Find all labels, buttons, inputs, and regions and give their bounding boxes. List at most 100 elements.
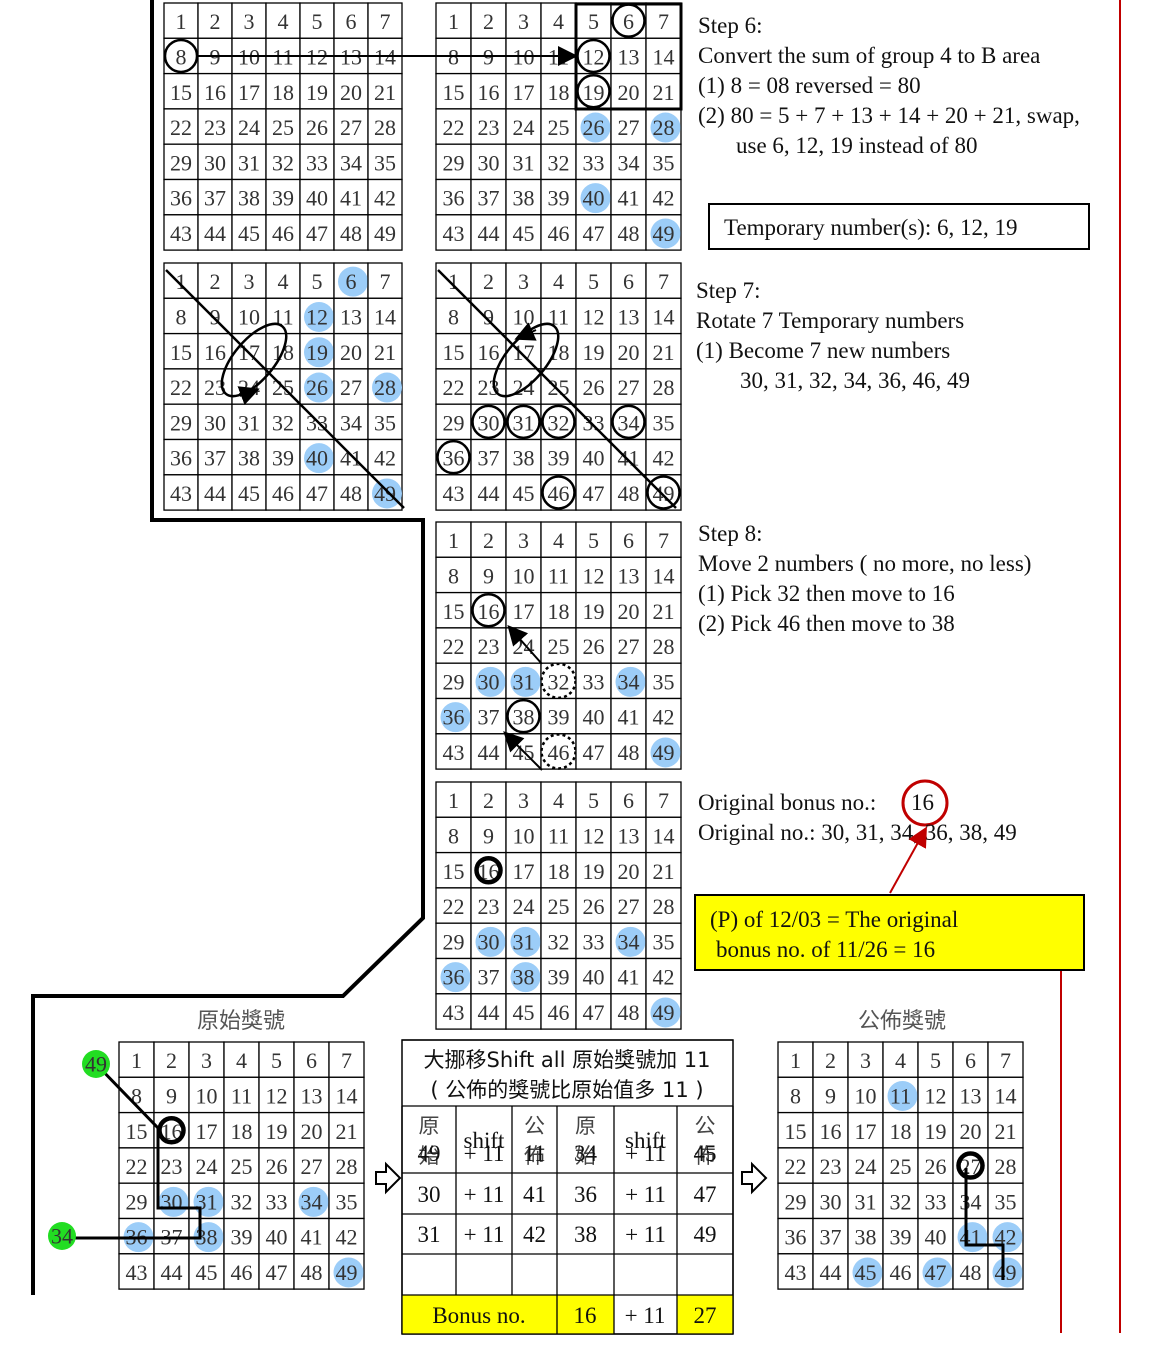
cell-number: 23 bbox=[204, 375, 226, 400]
cell-number: 3 bbox=[201, 1048, 212, 1073]
right-arrow-icon bbox=[741, 1161, 768, 1195]
cell-number: 38 bbox=[513, 446, 535, 471]
cell-number: 16 bbox=[478, 599, 500, 624]
green-dot-label: 49 bbox=[85, 1052, 107, 1077]
cell-number: 44 bbox=[204, 481, 226, 506]
grid-cell bbox=[265, 403, 301, 441]
grid-cell bbox=[777, 1253, 814, 1290]
highlight-dot bbox=[580, 112, 611, 143]
grid-cell bbox=[197, 2, 233, 39]
cell-number: 32 bbox=[272, 150, 294, 175]
cell-number: 33 bbox=[583, 669, 605, 694]
cell-number: 43 bbox=[443, 221, 465, 246]
table-cell: 11 bbox=[523, 1141, 545, 1166]
grid-cell bbox=[333, 474, 369, 511]
grid-cell bbox=[188, 1253, 225, 1290]
cell-number: 30 bbox=[820, 1189, 842, 1214]
cell-number: 24 bbox=[513, 115, 535, 140]
cell-number: 17 bbox=[513, 340, 535, 365]
cell-number: 45 bbox=[238, 221, 260, 246]
grid-cell bbox=[540, 297, 577, 335]
grid-cell bbox=[540, 178, 577, 216]
table-cell: 36 bbox=[574, 1182, 597, 1207]
cell-number: 26 bbox=[306, 375, 328, 400]
cell-number: 46 bbox=[272, 481, 294, 506]
grid-cell bbox=[163, 474, 199, 511]
original-numbers: Original no.: 30, 31, 34, 36, 38, 49 bbox=[698, 820, 1017, 845]
cell-number: 5 bbox=[312, 269, 323, 294]
move-arrow-32-16 bbox=[507, 625, 543, 665]
cell-number: 26 bbox=[583, 115, 605, 140]
cell-number: 46 bbox=[548, 221, 570, 246]
cell-number: 29 bbox=[170, 410, 192, 435]
cell-number: 46 bbox=[548, 481, 570, 506]
cell-number: 27 bbox=[618, 115, 640, 140]
grid-cell bbox=[163, 214, 199, 251]
cell-number: 23 bbox=[478, 375, 500, 400]
cell-number: 18 bbox=[548, 340, 570, 365]
cell-number: 6 bbox=[346, 9, 357, 34]
cell-number: 28 bbox=[995, 1154, 1017, 1179]
highlight-dot bbox=[615, 666, 646, 697]
grid-cell bbox=[575, 214, 612, 251]
cell-number: 17 bbox=[513, 80, 535, 105]
grid-cell bbox=[470, 72, 507, 110]
cell-number: 25 bbox=[272, 115, 294, 140]
cell-number: 32 bbox=[231, 1189, 253, 1214]
cell-number: 37 bbox=[478, 705, 500, 730]
cell-number: 44 bbox=[478, 481, 500, 506]
cell-number: 19 bbox=[583, 80, 605, 105]
grid-cell bbox=[645, 662, 682, 700]
grid-cell bbox=[575, 781, 612, 818]
cell-number: 15 bbox=[170, 80, 192, 105]
cell-number: 49 bbox=[995, 1260, 1017, 1285]
step-line: 30, 31, 32, 34, 36, 46, 49 bbox=[740, 368, 970, 393]
rotation-arrow bbox=[514, 322, 537, 341]
table-header: 原 bbox=[419, 1114, 440, 1138]
cell-number: 19 bbox=[306, 340, 328, 365]
cell-number: 10 bbox=[196, 1083, 218, 1108]
grid-cell bbox=[540, 2, 577, 39]
table-header: 佈 bbox=[695, 1144, 716, 1168]
cell-number: 18 bbox=[548, 599, 570, 624]
cell-number: 31 bbox=[238, 410, 260, 435]
grid-cell bbox=[223, 1253, 260, 1290]
grid-g2: 1234567891011121314151617181920212223242… bbox=[435, 2, 682, 251]
cell-number: 14 bbox=[374, 304, 396, 329]
cell-number: 7 bbox=[380, 269, 391, 294]
grid-cell bbox=[231, 214, 267, 251]
cell-number: 6 bbox=[965, 1048, 976, 1073]
table-cell: 49 bbox=[418, 1141, 441, 1166]
cell-number: 1 bbox=[448, 9, 459, 34]
cell-number: 11 bbox=[548, 823, 569, 848]
cell-number: 13 bbox=[618, 563, 640, 588]
cell-number: 43 bbox=[443, 481, 465, 506]
cell-number: 35 bbox=[336, 1189, 358, 1214]
cell-number: 22 bbox=[443, 115, 465, 140]
grid-cell bbox=[575, 521, 612, 558]
step-6-text: Step 6: Convert the sum of group 4 to B … bbox=[698, 13, 1080, 158]
cell-number: 21 bbox=[995, 1119, 1017, 1144]
temporary-number-box bbox=[708, 203, 1090, 250]
cell-number: 9 bbox=[483, 823, 494, 848]
cell-number: 7 bbox=[658, 788, 669, 813]
cell-number: 28 bbox=[336, 1154, 358, 1179]
original-bonus-label: Original bonus no.: bbox=[698, 790, 876, 815]
grid-cell bbox=[645, 262, 682, 299]
step-8-text: Step 8: Move 2 numbers ( no more, no les… bbox=[698, 521, 1031, 636]
cell-number: 22 bbox=[443, 634, 465, 659]
selection-circle bbox=[541, 475, 576, 510]
cell-number: 25 bbox=[548, 115, 570, 140]
cell-number: 10 bbox=[855, 1083, 877, 1108]
cell-number: 37 bbox=[478, 186, 500, 211]
grid-cell bbox=[505, 143, 542, 181]
cell-number: 6 bbox=[306, 1048, 317, 1073]
cell-number: 36 bbox=[443, 965, 465, 990]
cell-number: 48 bbox=[618, 740, 640, 765]
highlight-dot bbox=[333, 1257, 364, 1288]
cell-number: 34 bbox=[618, 150, 640, 175]
cell-number: 43 bbox=[443, 740, 465, 765]
cell-number: 10 bbox=[238, 304, 260, 329]
table-cell: + 11 bbox=[464, 1222, 505, 1247]
